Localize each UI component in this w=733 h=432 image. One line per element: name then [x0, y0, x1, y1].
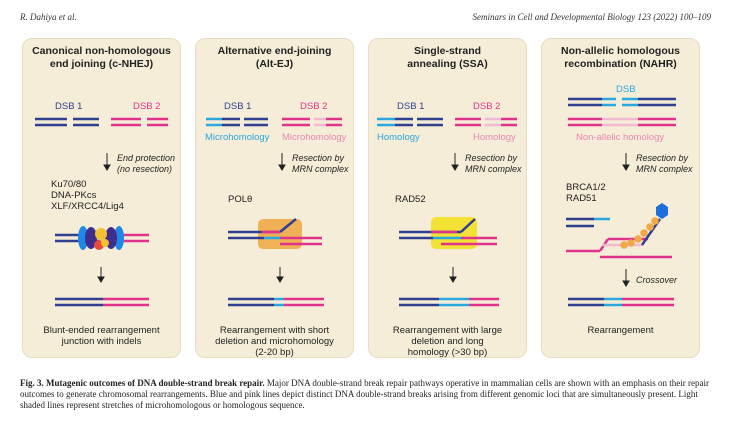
- caption-label: Fig. 3.: [20, 378, 44, 388]
- arrow-note-line2: MRN complex: [636, 164, 693, 174]
- dsb2-duplex: [111, 117, 168, 127]
- ssa-diagram: [377, 117, 517, 307]
- outcome-line3: (2-20 bp): [255, 347, 294, 358]
- protein-label: RAD52: [395, 194, 426, 205]
- panel-alt-ej: Alternative end-joining (Alt-EJ) DSB 1 D…: [195, 38, 354, 358]
- panel-title: Alternative end-joining (Alt-EJ): [196, 45, 353, 71]
- upper-duplex: [568, 97, 676, 107]
- panel-ssa: Single-strand annealing (SSA) DSB 1 DSB …: [368, 38, 527, 358]
- arrow-down-icon: [451, 153, 459, 171]
- protein-label: Ku70/80: [51, 179, 87, 190]
- ku-protein-shapes: [78, 226, 124, 250]
- homology-label-1: Homology: [377, 132, 420, 143]
- outcome-duplex: [228, 297, 324, 307]
- microhomology-label-2: Microhomology: [282, 132, 347, 143]
- outcome-duplex: [568, 297, 674, 307]
- panel-title: Single-strand annealing (SSA): [369, 45, 526, 71]
- protein-label: XLF/XRCC4/Lig4: [51, 201, 124, 212]
- running-header-authors: R. Dahiya et al.: [20, 12, 77, 22]
- arrow-down-icon: [622, 269, 630, 287]
- label-dsb1: DSB 1: [397, 101, 425, 112]
- panel-title-line1: Non-allelic homologous: [560, 45, 680, 57]
- panel-title-line1: Alternative end-joining: [217, 45, 332, 57]
- rad51-filament: [620, 217, 659, 249]
- arrow-down-icon: [278, 153, 286, 171]
- panel-title-line1: Single-strand: [413, 45, 482, 57]
- protein-label: RAD51: [566, 193, 597, 204]
- dsb2-duplex: [455, 117, 517, 127]
- panel-c-nhej: Canonical non-homologous end joining (c-…: [22, 38, 181, 358]
- running-header-journal: Seminars in Cell and Developmental Biolo…: [472, 12, 711, 22]
- rad52-strands: [399, 218, 497, 246]
- label-dsb2: DSB 2: [473, 101, 501, 112]
- microhomology-label-1: Microhomology: [205, 132, 270, 143]
- arrow-note-line1: Resection by: [636, 153, 689, 163]
- figure-caption: Fig. 3. Mutagenic outcomes of DNA double…: [20, 378, 713, 411]
- panel-title-line2: recombination (NAHR): [564, 58, 677, 70]
- dsb2-duplex: [282, 117, 342, 127]
- protein-label: DNA-PKcs: [51, 190, 97, 201]
- arrow-note-line1: End protection: [117, 153, 176, 163]
- arrow-note-line1: Resection by: [292, 153, 345, 163]
- dsb1-duplex: [377, 117, 443, 127]
- outcome-line2: junction with indels: [61, 336, 142, 347]
- panel-title: Canonical non-homologous end joining (c-…: [23, 45, 180, 71]
- arrow-note-line2: MRN complex: [465, 164, 522, 174]
- c-nhej-diagram: [35, 117, 168, 307]
- label-dsb2: DSB 2: [133, 101, 161, 112]
- outcome-line1: Rearrangement: [587, 325, 654, 336]
- arrow-down-icon: [103, 153, 111, 171]
- homology-label-2: Homology: [473, 132, 516, 143]
- arrow-down-icon: [276, 267, 284, 283]
- brca-protein: [656, 203, 668, 219]
- outcome-line2: deletion and long: [411, 336, 484, 347]
- non-allelic-homology-label: Non-allelic homology: [576, 132, 665, 143]
- panel-title-line2: (Alt-EJ): [255, 58, 294, 70]
- outcome-line1: Blunt-ended rearrangement: [43, 325, 160, 336]
- dsb1-duplex: [35, 117, 99, 127]
- caption-title: Mutagenic outcomes of DNA double-strand …: [46, 378, 265, 388]
- protein-label: POLθ: [228, 194, 253, 205]
- arrow-note-line2: MRN complex: [292, 164, 349, 174]
- nahr-diagram: [566, 97, 676, 307]
- lower-duplex: [568, 117, 676, 127]
- outcome-line1: Rearrangement with short: [219, 325, 330, 336]
- protein-label: BRCA1/2: [566, 182, 606, 193]
- label-dsb2: DSB 2: [300, 101, 328, 112]
- dsb1-duplex: [206, 117, 268, 127]
- panel-title-line1: Canonical non-homologous: [32, 45, 171, 57]
- arrow-note-line2: (no resection): [117, 164, 173, 174]
- outcome-duplex: [399, 297, 499, 307]
- panel-title-line2: annealing (SSA): [407, 58, 488, 70]
- arrow-down-icon: [622, 153, 630, 171]
- label-dsb1: DSB 1: [224, 101, 252, 112]
- outcome-line2: deletion and microhomology: [215, 336, 334, 347]
- panel-title-line2: end joining (c-NHEJ): [49, 58, 154, 70]
- outcome-duplex: [55, 297, 149, 307]
- pol-theta-protein: [258, 219, 302, 249]
- crossover-note: Crossover: [636, 275, 678, 285]
- strand-invasion-strands: [566, 217, 672, 259]
- panel-nahr: Non-allelic homologous recombination (NA…: [541, 38, 700, 358]
- arrow-note-line1: Resection by: [465, 153, 518, 163]
- label-dsb: DSB: [616, 84, 636, 95]
- caption-body: Major DNA double-strand break repair pat…: [20, 378, 709, 410]
- panel-title: Non-allelic homologous recombination (NA…: [542, 45, 699, 71]
- label-dsb1: DSB 1: [55, 101, 83, 112]
- outcome-line3: homology (>30 bp): [407, 347, 488, 358]
- outcome-line1: Rearrangement with large: [392, 325, 503, 336]
- pol-theta-strands: [228, 218, 322, 246]
- alt-ej-diagram: [206, 117, 342, 307]
- arrow-down-icon: [449, 267, 457, 283]
- arrow-down-icon: [97, 267, 105, 283]
